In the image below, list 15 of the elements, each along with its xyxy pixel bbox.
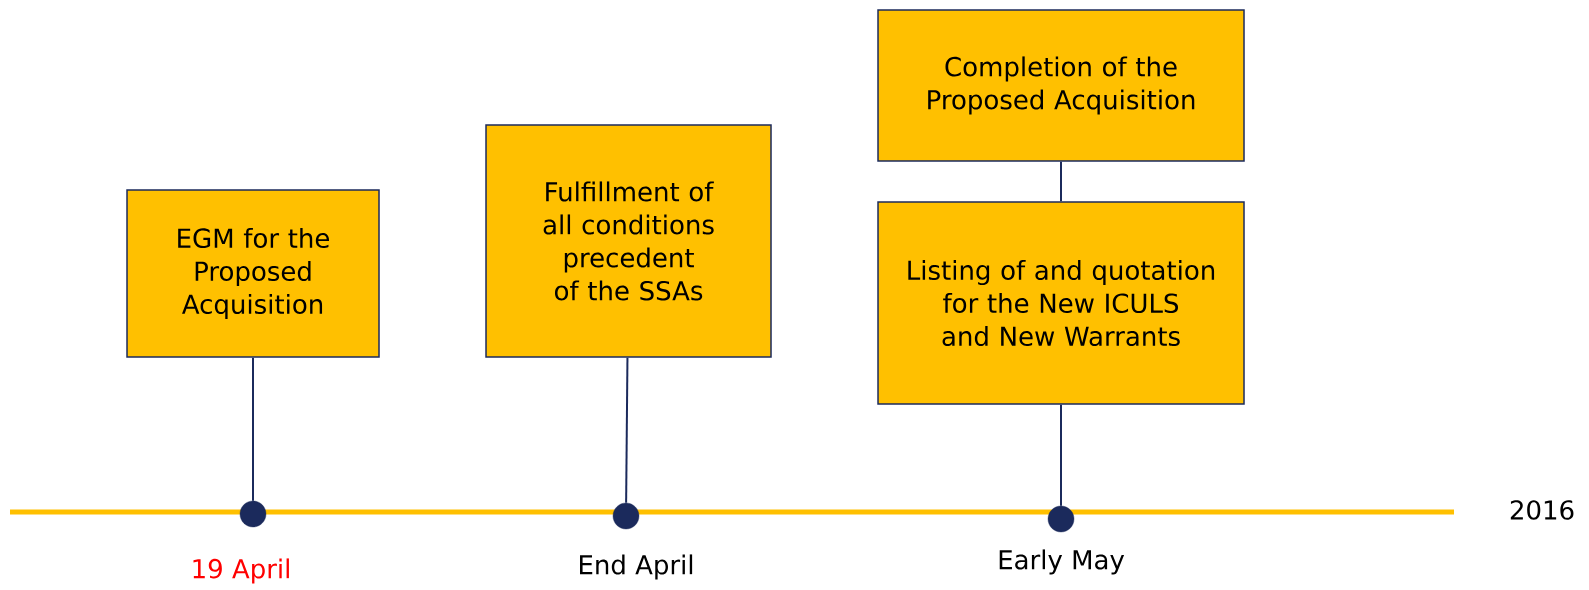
connector-line [625,356,629,504]
connector-line [1060,403,1062,507]
year-label: 2016 [1510,500,1574,520]
milestone-box: Listing of and quotation for the New ICULS and New Warrants [877,201,1245,405]
milestone-box: EGM for the Proposed Acquisition [126,189,380,358]
timeline-dot [612,502,640,530]
date-label: Early May [999,549,1125,575]
timeline-dot [1047,505,1075,533]
date-label: End April [580,554,693,580]
milestone-box: Completion of the Proposed Acquisition [877,9,1245,162]
connector-line [1060,160,1062,203]
timeline-dot [239,500,267,528]
connector-line [252,356,254,502]
date-label: 19 April [193,558,289,584]
milestone-box: Fulfillment of all conditions precedent of the SSAs [485,124,772,358]
